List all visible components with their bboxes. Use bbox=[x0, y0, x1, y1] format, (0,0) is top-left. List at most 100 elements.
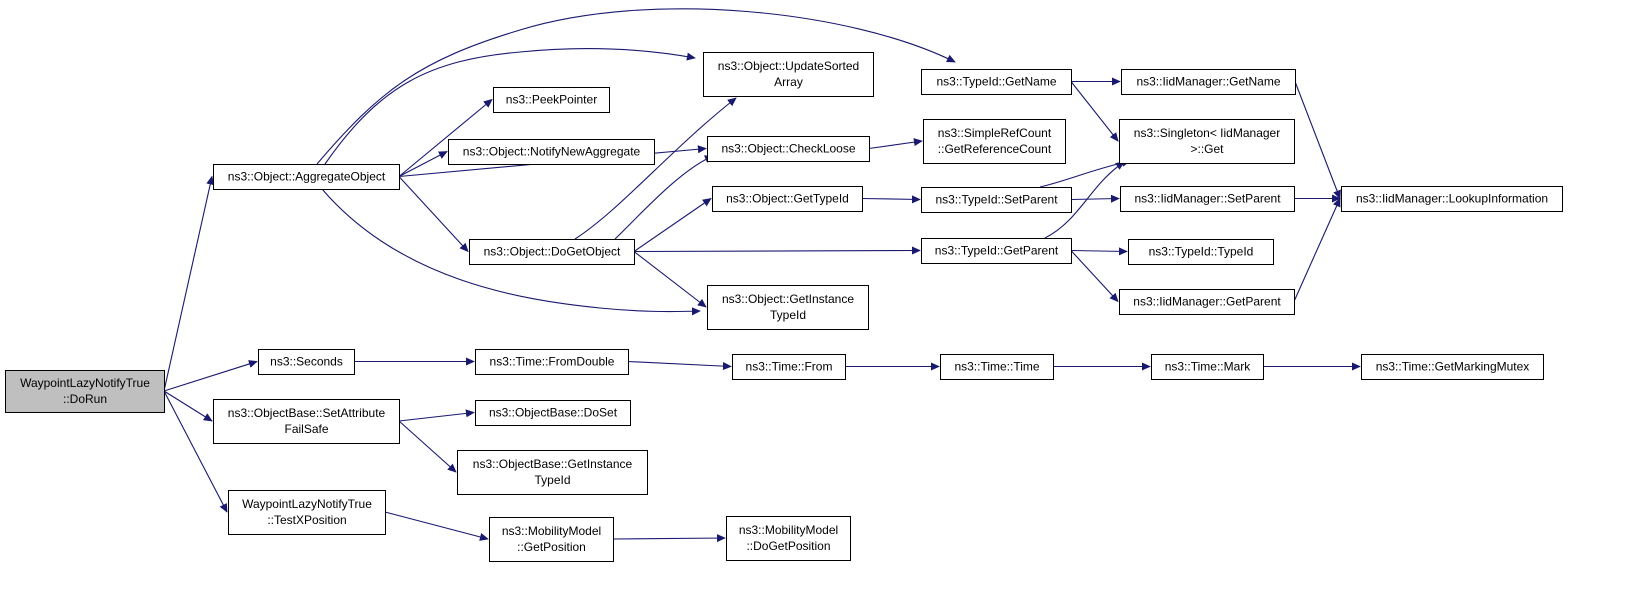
node-label: ns3::Object::GetTypeId bbox=[726, 192, 849, 206]
edge-root-to-testx bbox=[163, 390, 228, 513]
node-simpleref[interactable]: ns3::SimpleRefCount::GetReferenceCount bbox=[923, 119, 1066, 164]
node-label: ::TestXPosition bbox=[267, 513, 346, 527]
edge-setattr-to-obgetinst bbox=[398, 420, 457, 473]
node-box bbox=[475, 400, 631, 426]
node-tsetparent[interactable]: ns3::TypeId::SetParent bbox=[921, 187, 1072, 213]
node-aggregate[interactable]: ns3::Object::AggregateObject bbox=[213, 164, 400, 190]
edge-aggregate-to-dogetobj bbox=[398, 176, 469, 253]
node-label: ns3::Seconds bbox=[270, 355, 343, 369]
node-timetime[interactable]: ns3::Time::Time bbox=[940, 354, 1054, 380]
node-label: ns3::Object::UpdateSorted bbox=[718, 59, 859, 73]
edge-tgetparent-to-iidgetparent bbox=[1070, 250, 1119, 303]
edge-iidgetname-to-lookup bbox=[1294, 81, 1341, 200]
node-box bbox=[489, 517, 614, 562]
node-getpos[interactable]: ns3::MobilityModel::GetPosition bbox=[489, 517, 614, 562]
node-label: ns3::Object::AggregateObject bbox=[228, 170, 386, 184]
node-dogetpos[interactable]: ns3::MobilityModel::DoGetPosition bbox=[726, 516, 851, 561]
node-box bbox=[213, 399, 400, 444]
edge-dogetobj-to-ogetinst bbox=[633, 251, 707, 308]
node-box bbox=[1128, 239, 1274, 265]
node-label: WaypointLazyNotifyTrue bbox=[20, 376, 150, 390]
node-box bbox=[258, 349, 355, 375]
edge-tsetparent-to-singleton bbox=[1039, 158, 1131, 188]
node-label: ns3::TypeId::TypeId bbox=[1149, 245, 1254, 259]
node-timefrom[interactable]: ns3::Time::From bbox=[732, 354, 846, 380]
node-checkloose[interactable]: ns3::Object::CheckLoose bbox=[707, 136, 870, 162]
node-label: ns3::MobilityModel bbox=[739, 523, 838, 537]
edge-getpos-to-dogetpos bbox=[612, 534, 726, 543]
edge-dogetobj-to-tgetparent bbox=[633, 246, 921, 255]
node-label: >::Get bbox=[1190, 142, 1224, 156]
node-mutex[interactable]: ns3::Time::GetMarkingMutex bbox=[1361, 354, 1544, 380]
node-testx[interactable]: WaypointLazyNotifyTrue::TestXPosition bbox=[228, 490, 386, 535]
node-label: ns3::IidManager::GetName bbox=[1136, 75, 1280, 89]
node-label: ::DoRun bbox=[63, 392, 107, 406]
edge-testx-to-getpos bbox=[384, 511, 489, 541]
edge-dogetobj-to-checkloose bbox=[614, 155, 714, 240]
node-doset[interactable]: ns3::ObjectBase::DoSet bbox=[475, 400, 631, 426]
node-iidgetname[interactable]: ns3::IidManager::GetName bbox=[1121, 69, 1296, 95]
node-box bbox=[448, 139, 655, 165]
edge-iidgetparent-to-lookup bbox=[1293, 197, 1341, 302]
node-tgetname[interactable]: ns3::TypeId::GetName bbox=[921, 69, 1072, 95]
node-iidgetparent[interactable]: ns3::IidManager::GetParent bbox=[1119, 289, 1295, 315]
node-box bbox=[732, 354, 846, 380]
edge-setattr-to-doset bbox=[398, 409, 475, 422]
node-lookup[interactable]: ns3::IidManager::LookupInformation bbox=[1341, 186, 1563, 212]
edge-tgetname-to-singleton bbox=[1070, 81, 1119, 142]
node-typeidtypeid[interactable]: ns3::TypeId::TypeId bbox=[1128, 239, 1274, 265]
node-iidsetparent[interactable]: ns3::IidManager::SetParent bbox=[1120, 186, 1295, 212]
node-label: ns3::Singleton< IidManager bbox=[1134, 126, 1280, 140]
node-label: ns3::Object::GetInstance bbox=[722, 292, 854, 306]
edge-aggregate-to-notify bbox=[398, 151, 448, 177]
node-box bbox=[5, 370, 165, 413]
edge-aggregate-to-ogetinst bbox=[321, 188, 701, 316]
nodes-layer: WaypointLazyNotifyTrue::DoRunns3::Object… bbox=[5, 52, 1563, 562]
node-box bbox=[921, 238, 1072, 264]
node-box bbox=[457, 450, 648, 495]
edges-layer bbox=[163, 8, 1361, 543]
node-label: ns3::IidManager::GetParent bbox=[1133, 295, 1281, 309]
node-box bbox=[213, 164, 400, 190]
edge-tgetparent-to-typeidtypeid bbox=[1070, 247, 1128, 256]
node-label: WaypointLazyNotifyTrue bbox=[242, 497, 372, 511]
node-box bbox=[1151, 354, 1264, 380]
node-label: ns3::Time::Mark bbox=[1165, 360, 1252, 374]
node-label: ns3::Object::CheckLoose bbox=[721, 142, 855, 156]
node-box bbox=[921, 69, 1072, 95]
node-box bbox=[923, 119, 1066, 164]
node-label: ns3::ObjectBase::GetInstance bbox=[473, 457, 633, 471]
node-label: ns3::Time::Time bbox=[954, 360, 1039, 374]
node-label: ns3::TypeId::GetParent bbox=[935, 244, 1059, 258]
node-label: ::GetPosition bbox=[517, 540, 586, 554]
node-box bbox=[1119, 289, 1295, 315]
node-box bbox=[712, 186, 863, 212]
node-fromdouble[interactable]: ns3::Time::FromDouble bbox=[475, 349, 629, 375]
node-label: ns3::SimpleRefCount bbox=[938, 126, 1052, 140]
node-gettypeid[interactable]: ns3::Object::GetTypeId bbox=[712, 186, 863, 212]
node-peek[interactable]: ns3::PeekPointer bbox=[493, 87, 610, 113]
node-label: ns3::TypeId::SetParent bbox=[935, 193, 1058, 207]
node-singleton[interactable]: ns3::Singleton< IidManager>::Get bbox=[1119, 119, 1295, 164]
node-seconds[interactable]: ns3::Seconds bbox=[258, 349, 355, 375]
node-box bbox=[1120, 186, 1295, 212]
node-dogetobj[interactable]: ns3::Object::DoGetObject bbox=[469, 239, 635, 265]
node-box bbox=[1121, 69, 1296, 95]
node-notify[interactable]: ns3::Object::NotifyNewAggregate bbox=[448, 139, 655, 165]
node-box bbox=[921, 187, 1072, 213]
node-label: ns3::MobilityModel bbox=[502, 524, 601, 538]
node-tgetparent[interactable]: ns3::TypeId::GetParent bbox=[921, 238, 1072, 264]
node-label: ns3::IidManager::LookupInformation bbox=[1356, 192, 1548, 206]
edge-dogetobj-to-gettypeid bbox=[633, 197, 712, 252]
node-timemark[interactable]: ns3::Time::Mark bbox=[1151, 354, 1264, 380]
node-label: ns3::Object::NotifyNewAggregate bbox=[463, 145, 641, 159]
node-box bbox=[469, 239, 635, 265]
edge-gettypeid-to-tsetparent bbox=[861, 195, 921, 204]
node-label: ::DoGetPosition bbox=[746, 539, 830, 553]
node-label: Array bbox=[774, 75, 803, 89]
